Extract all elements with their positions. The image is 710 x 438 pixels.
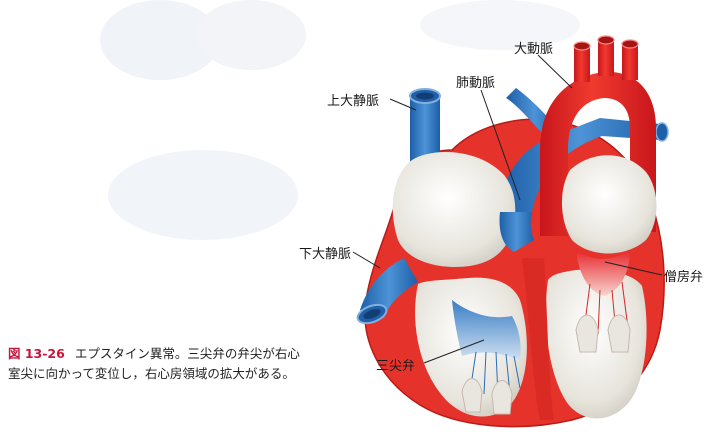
aorta	[540, 71, 656, 236]
tricuspid-chordae	[469, 351, 521, 397]
septum	[522, 258, 554, 420]
inferior-vena-cava	[360, 258, 418, 318]
leader-superior-vena-cava	[389, 98, 417, 111]
label-tricuspid-valve: 三尖弁	[376, 359, 416, 374]
leader-tricuspid-valve	[423, 339, 485, 364]
papillary-muscles-left	[575, 314, 631, 353]
leader-aorta	[537, 54, 573, 89]
label-mitral-valve: 僧房弁	[664, 270, 704, 285]
figure-number: 図 13-26	[8, 346, 65, 361]
background-blob	[420, 0, 580, 50]
tricuspid-valve	[452, 300, 521, 360]
label-pulmonary-artery: 肺動脈	[456, 76, 496, 91]
caption-text: エプスタイン異常。三尖弁の弁尖が右心室尖に向かって変位し，右心房領域の拡大がある…	[8, 346, 300, 381]
leader-mitral-valve	[604, 261, 663, 276]
right-atrium	[392, 152, 516, 267]
label-superior-vena-cava: 上大静脈	[327, 94, 380, 109]
leader-inferior-vena-cava	[352, 251, 381, 269]
left-atrium	[561, 155, 657, 254]
label-inferior-vena-cava: 下大静脈	[299, 247, 352, 262]
background-blob	[196, 0, 306, 70]
leader-pulmonary-artery	[480, 89, 521, 201]
background-blob	[108, 150, 298, 240]
label-aorta: 大動脈	[514, 42, 554, 57]
papillary-muscles-right	[461, 378, 513, 415]
